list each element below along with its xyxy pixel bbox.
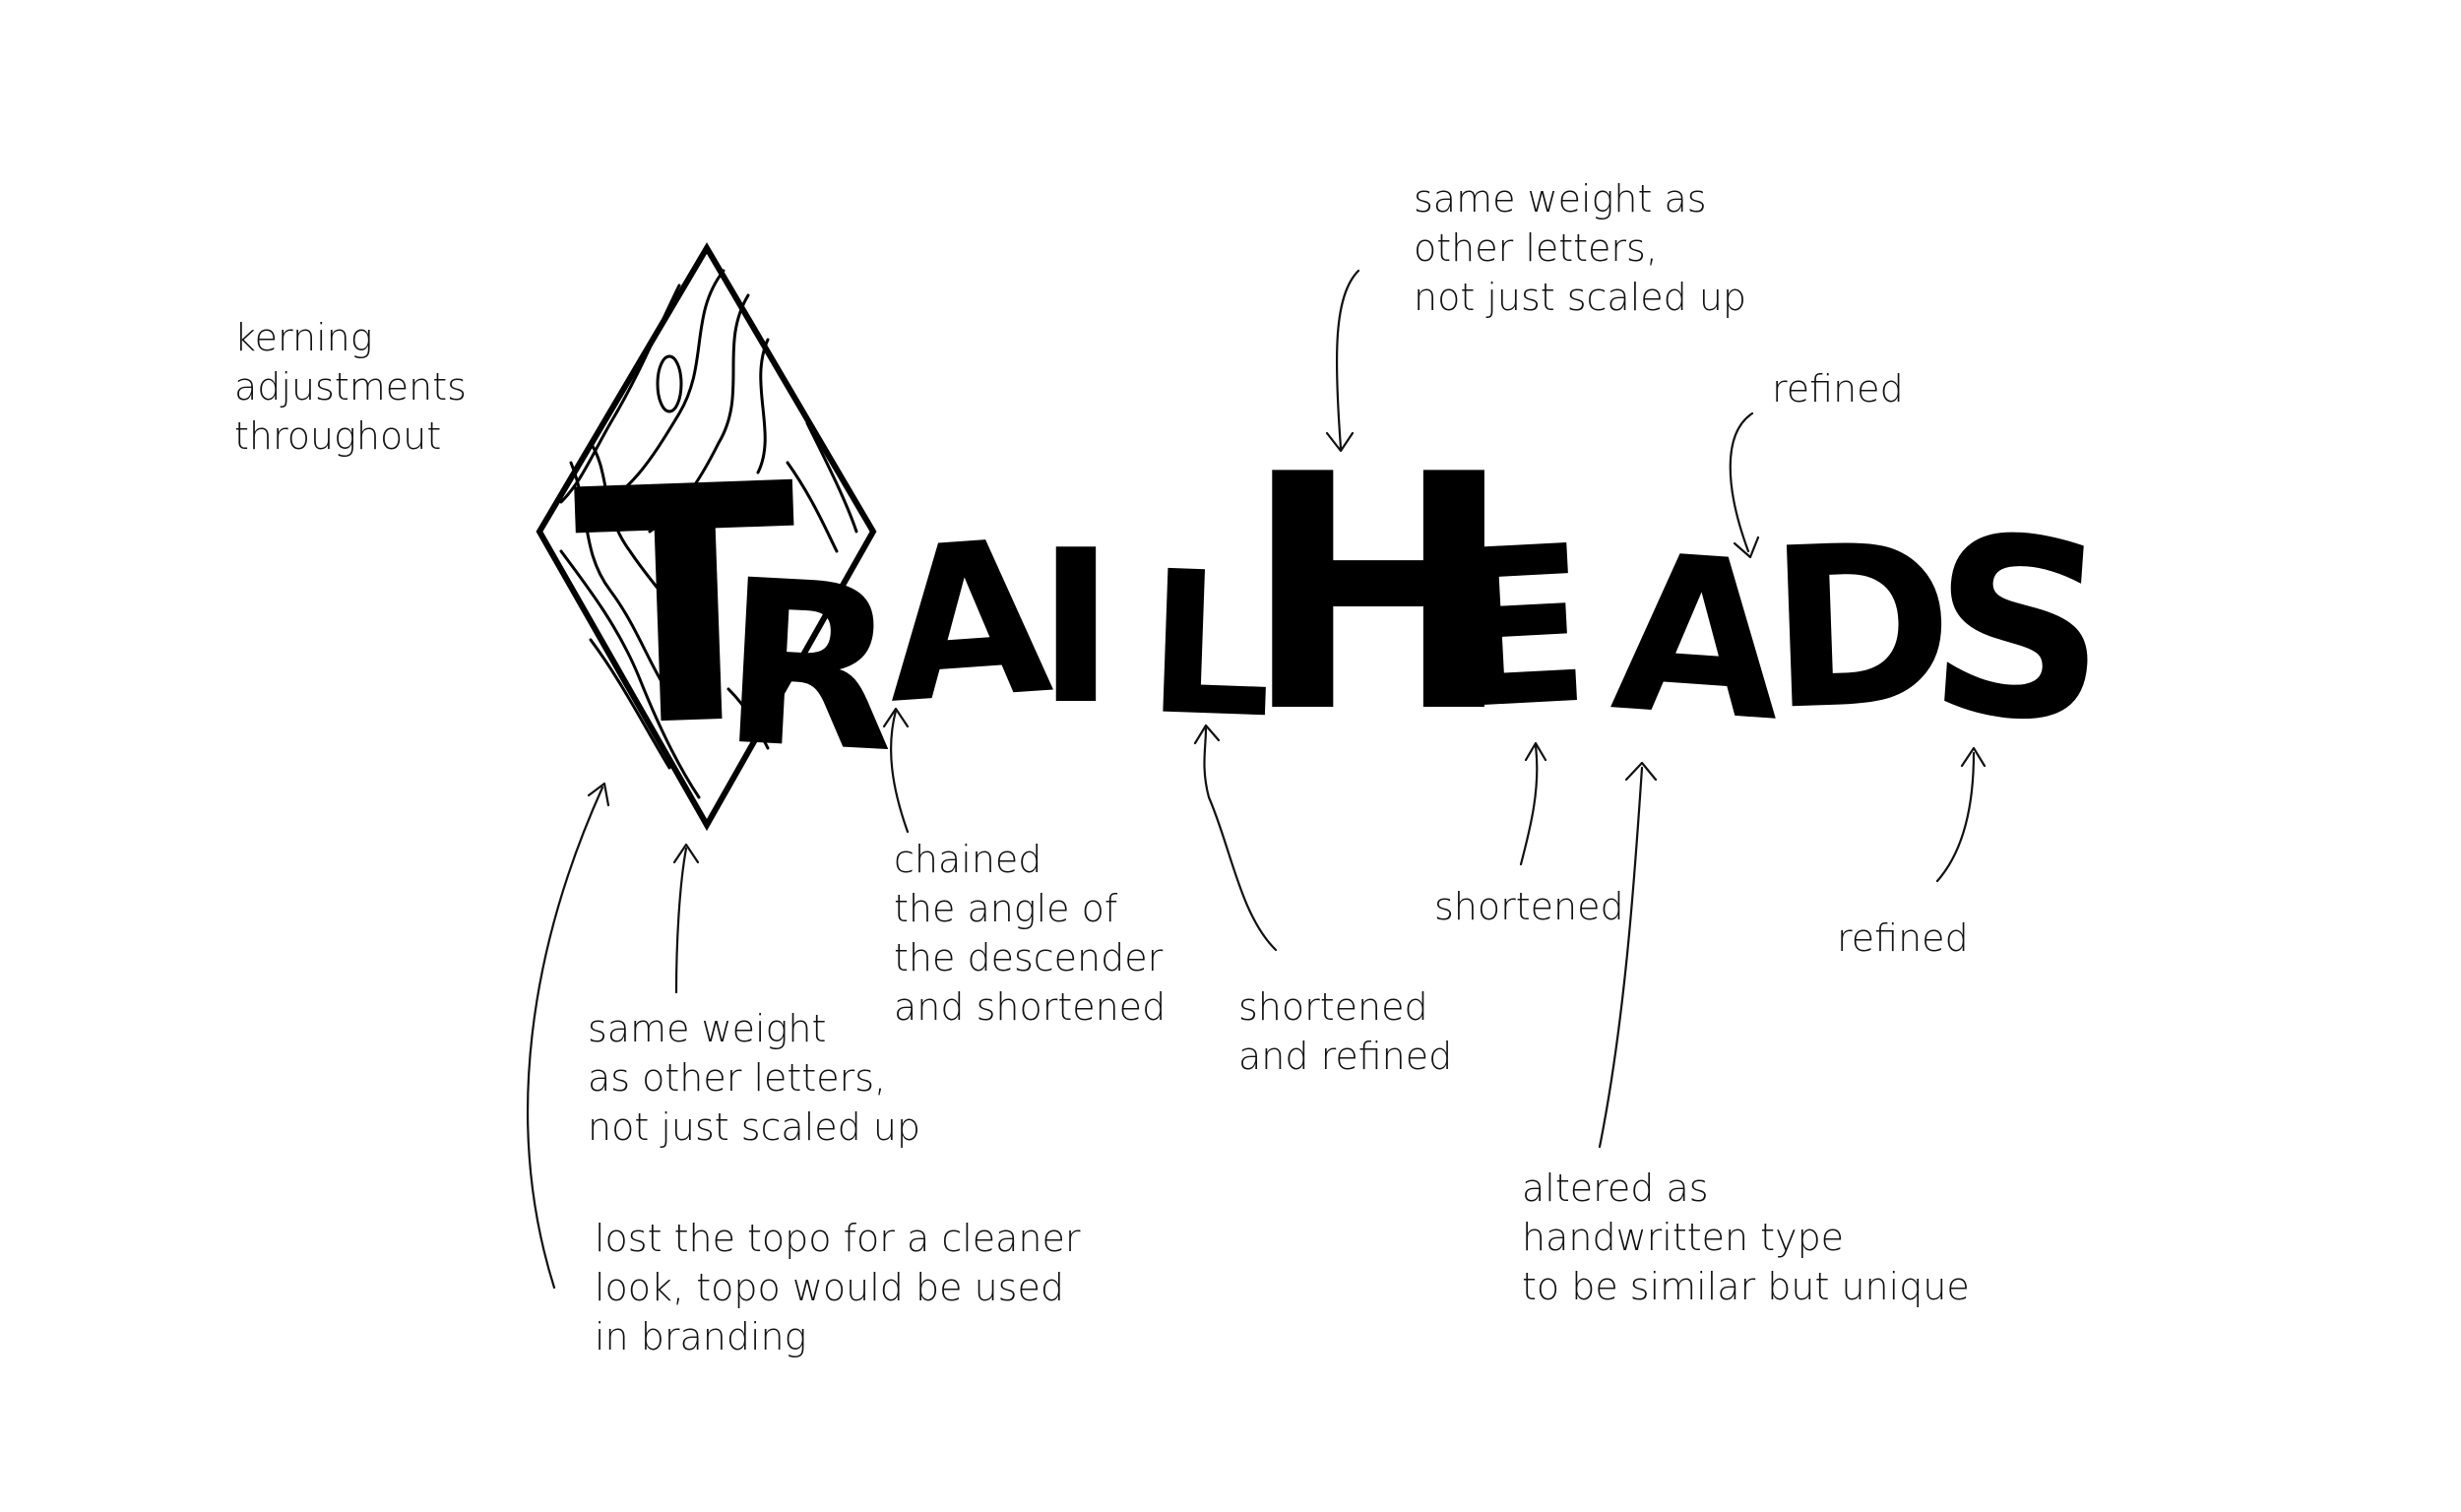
logo-letter-h-5: H xyxy=(1242,406,1514,784)
note-shortened-e: shortened xyxy=(1434,882,1624,931)
arrow-refined-bottom-head xyxy=(1960,746,1987,768)
note-line: same weight xyxy=(588,1007,827,1050)
note-line: refined xyxy=(1837,916,1969,960)
logo-letter-d-8: D xyxy=(1765,496,1958,760)
note-line: not just scaled up xyxy=(588,1105,921,1149)
note-line: shortened xyxy=(1434,885,1624,928)
note-line: look, topo would be used xyxy=(595,1266,1064,1309)
arrow-refined-bottom xyxy=(1935,751,1976,883)
logo-letter-a-2: A xyxy=(877,493,1058,751)
note-kerning: kerning adjustments throughout xyxy=(234,313,467,461)
note-line: not just scaled up xyxy=(1414,276,1747,319)
arrow-refined-top xyxy=(1729,411,1754,553)
note-shortened-refined: shortened and refined xyxy=(1238,982,1452,1081)
logo-letter-a-7: A xyxy=(1606,506,1791,769)
arrow-t-weight-head xyxy=(672,843,700,864)
arrow-refined-top-head xyxy=(1733,536,1760,559)
arrow-altered-head xyxy=(1624,761,1658,782)
arrow-h-weight-head xyxy=(1325,431,1355,453)
arrow-lost-topo-head xyxy=(587,782,610,807)
logo-letter-e-6: E xyxy=(1434,498,1595,758)
note-line: and refined xyxy=(1238,1035,1453,1078)
note-line: adjustments xyxy=(234,365,467,409)
note-altered: altered as handwritten type to be simila… xyxy=(1522,1164,1970,1311)
note-refined-top: refined xyxy=(1772,364,1904,413)
note-line: to be similar but unique xyxy=(1522,1265,1970,1308)
annotation-arrows xyxy=(527,269,1987,1290)
logo-letter-t-0: T xyxy=(570,414,806,800)
arrow-t-weight xyxy=(674,847,688,994)
note-line: other letters, xyxy=(1414,226,1658,270)
arrow-shortened-refined xyxy=(1203,726,1278,952)
note-line: shortened xyxy=(1238,985,1428,1029)
note-h-weight: same weight as other letters, not just s… xyxy=(1414,174,1746,322)
arrow-lost-topo xyxy=(527,786,604,1290)
note-line: refined xyxy=(1772,367,1904,410)
logo-letter-l-4: L xyxy=(1143,529,1277,762)
note-line: kerning xyxy=(234,316,373,359)
note-line: in branding xyxy=(595,1315,807,1358)
note-line: the angle of xyxy=(894,887,1118,930)
logo-letter-i-3: I xyxy=(1037,504,1115,751)
arrow-chained xyxy=(890,709,910,834)
note-refined-bottom: refined xyxy=(1837,914,1969,963)
arrow-shortened-e-head xyxy=(1524,741,1547,762)
note-line: altered as xyxy=(1522,1166,1709,1210)
note-line: throughout xyxy=(234,414,442,458)
arrow-h-weight xyxy=(1335,269,1360,450)
note-line: the descender xyxy=(894,936,1164,979)
note-line: and shortened xyxy=(894,985,1167,1029)
arrow-chained-head xyxy=(882,707,910,728)
arrow-shortened-e xyxy=(1519,744,1539,866)
note-chained: chained the angle of the descender and s… xyxy=(894,835,1166,1032)
note-line: chained xyxy=(894,838,1042,881)
topo-lines xyxy=(559,269,858,799)
note-t-weight: same weight as other letters, not just s… xyxy=(588,1004,920,1152)
note-line: as other letters, xyxy=(588,1056,887,1100)
logo-letter-r-1: R xyxy=(716,532,904,803)
note-lost-topo: lost the topo for a cleaner look, topo w… xyxy=(595,1214,1081,1361)
arrow-altered xyxy=(1598,766,1644,1149)
note-line: same weight as xyxy=(1414,177,1707,220)
diamond-emblem xyxy=(536,242,877,832)
note-line: lost the topo for a cleaner xyxy=(595,1217,1081,1260)
note-line: handwritten type xyxy=(1522,1216,1845,1259)
logo-letter-s-9: S xyxy=(1921,481,2117,780)
arrow-shortened-refined-head xyxy=(1193,724,1221,745)
